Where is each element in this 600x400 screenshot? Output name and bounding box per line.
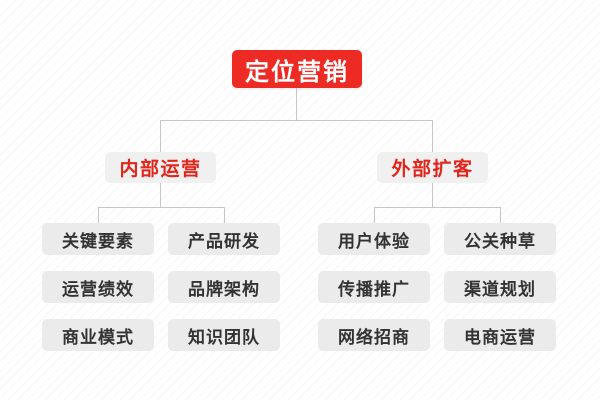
leaf-node-yunyingjixiao[interactable]: 运营绩效	[42, 271, 154, 303]
leaf-node-gongguanzhongcao[interactable]: 公关种草	[444, 223, 556, 255]
root-node-label: 定位营销	[245, 57, 349, 86]
leaf-node-label: 公关种草	[464, 231, 536, 252]
leaf-node-label: 网络招商	[338, 327, 410, 348]
connector-branch2-bar	[374, 207, 500, 208]
leaf-node-pinpaijiagou[interactable]: 品牌架构	[168, 271, 280, 303]
connector-branch1-col2-drop	[224, 207, 225, 223]
connector-branch2-col2-drop	[500, 207, 501, 223]
leaf-node-yonghutiyan[interactable]: 用户体验	[318, 223, 430, 255]
connector-root-stem	[296, 88, 297, 120]
leaf-node-chuanbotuiguang[interactable]: 传播推广	[318, 271, 430, 303]
connector-branch2-col1-drop	[374, 207, 375, 223]
leaf-node-label: 电商运营	[464, 327, 536, 348]
leaf-node-label: 用户体验	[338, 231, 410, 252]
leaf-node-label: 关键要素	[62, 231, 134, 252]
root-node-dingweiyingxiao[interactable]: 定位营销	[232, 50, 362, 88]
connector-branch-drop-left	[160, 120, 161, 152]
leaf-node-label: 产品研发	[188, 231, 260, 252]
branch-node-neibuyunying[interactable]: 内部运营	[105, 152, 216, 183]
leaf-node-label: 运营绩效	[62, 279, 134, 300]
connector-branch1-bar	[98, 207, 224, 208]
leaf-node-shangyemoshi[interactable]: 商业模式	[42, 319, 154, 351]
connector-root-bar	[160, 120, 433, 121]
leaf-node-qudaoguihua[interactable]: 渠道规划	[444, 271, 556, 303]
connector-branch-drop-right	[432, 120, 433, 152]
leaf-node-dianshangyunying[interactable]: 电商运营	[444, 319, 556, 351]
leaf-node-label: 知识团队	[188, 327, 260, 348]
leaf-node-guanjianyaosu[interactable]: 关键要素	[42, 223, 154, 255]
leaf-node-chanpinyanfa[interactable]: 产品研发	[168, 223, 280, 255]
connector-branch1-col1-drop	[98, 207, 99, 223]
leaf-node-label: 品牌架构	[188, 279, 260, 300]
leaf-node-zhishituandui[interactable]: 知识团队	[168, 319, 280, 351]
branch-node-label: 外部扩客	[391, 158, 474, 180]
leaf-node-wangluozhaoshang[interactable]: 网络招商	[318, 319, 430, 351]
connector-branch1-stem	[160, 183, 161, 207]
branch-node-label: 内部运营	[119, 158, 202, 180]
branch-node-waibukuoke[interactable]: 外部扩客	[377, 152, 488, 183]
connector-branch2-stem	[432, 183, 433, 207]
leaf-node-label: 传播推广	[338, 279, 410, 300]
leaf-node-label: 渠道规划	[464, 279, 536, 300]
leaf-node-label: 商业模式	[62, 327, 134, 348]
